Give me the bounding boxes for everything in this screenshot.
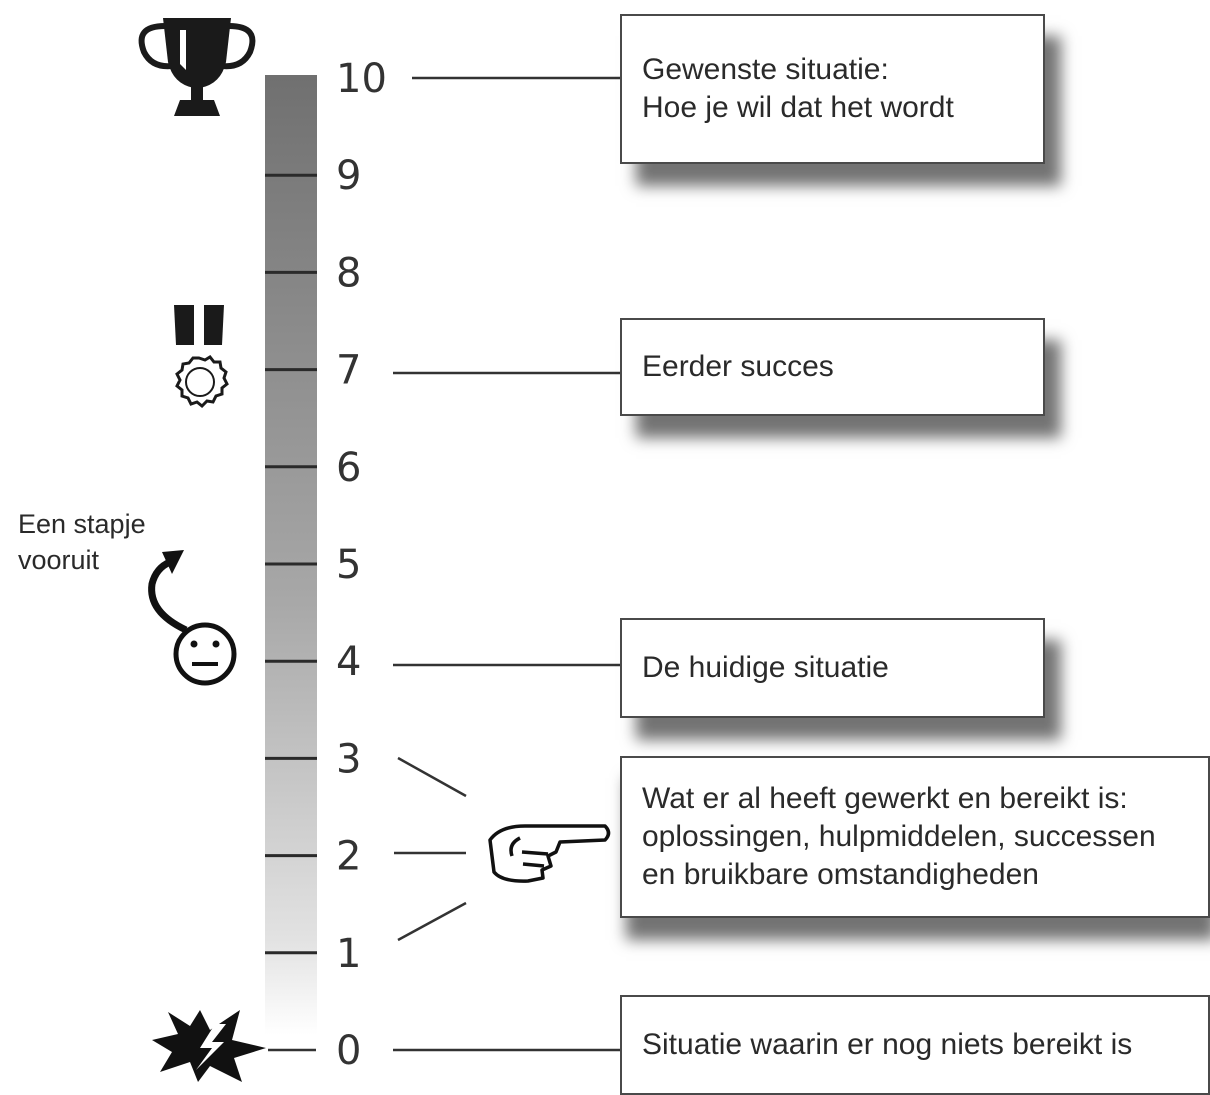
- box-current-situation: De huidige situatie: [620, 618, 1045, 718]
- medal-icon: [174, 305, 229, 409]
- box-desired-line-1: Gewenste situatie:: [642, 53, 889, 86]
- curved-arrow-up-icon: [148, 550, 188, 634]
- box-previous-success: Eerder succes: [620, 318, 1045, 416]
- side-note-step-forward: Een stapje vooruit: [18, 506, 146, 578]
- scale-label-8: 8: [336, 250, 361, 296]
- connector-lines: [268, 76, 622, 1052]
- scale-label-5: 5: [336, 542, 361, 588]
- connector-1: [397, 901, 467, 942]
- box-what-worked-line-2: oplossingen, hulpmiddelen, successen: [642, 820, 1156, 853]
- scale-label-1: 1: [336, 931, 361, 977]
- connector-3: [397, 756, 467, 798]
- box-desired-situation: Gewenste situatie: Hoe je wil dat het wo…: [620, 14, 1045, 164]
- neutral-face-icon: [173, 622, 237, 686]
- box-nothing-achieved: Situatie waarin er nog niets bereikt is: [620, 995, 1210, 1095]
- pointing-hand-icon: [488, 824, 611, 883]
- box-desired-line-2: Hoe je wil dat het wordt: [642, 91, 954, 124]
- box-current-line-1: De huidige situatie: [642, 651, 889, 684]
- scale-label-3: 3: [336, 736, 361, 782]
- box-what-worked-line-3: en bruikbare omstandigheden: [642, 858, 1039, 891]
- scale-label-6: 6: [336, 445, 361, 491]
- scale-label-9: 9: [336, 153, 361, 199]
- box-what-worked-line-1: Wat er al heeft gewerkt en bereikt is:: [642, 782, 1128, 815]
- side-note-line-1: Een stapje: [18, 509, 146, 539]
- scale-labels: 0 1 2 3 4 5 6 7 8 9 10: [336, 56, 387, 1074]
- scale-label-10: 10: [336, 56, 387, 102]
- side-note-line-2: vooruit: [18, 545, 100, 575]
- explosion-icon: [152, 1010, 266, 1082]
- box-nothing-achieved-line-1: Situatie waarin er nog niets bereikt is: [642, 1028, 1133, 1061]
- scale-bar: [265, 75, 317, 1035]
- scale-label-0: 0: [336, 1028, 361, 1074]
- scale-ticks: [265, 173, 317, 955]
- trophy-icon: [138, 18, 256, 116]
- scale-label-7: 7: [336, 348, 361, 394]
- box-previous-success-line-1: Eerder succes: [642, 350, 834, 383]
- box-what-worked: Wat er al heeft gewerkt en bereikt is: o…: [620, 756, 1210, 918]
- scale-label-2: 2: [336, 834, 361, 880]
- scale-label-4: 4: [336, 639, 361, 685]
